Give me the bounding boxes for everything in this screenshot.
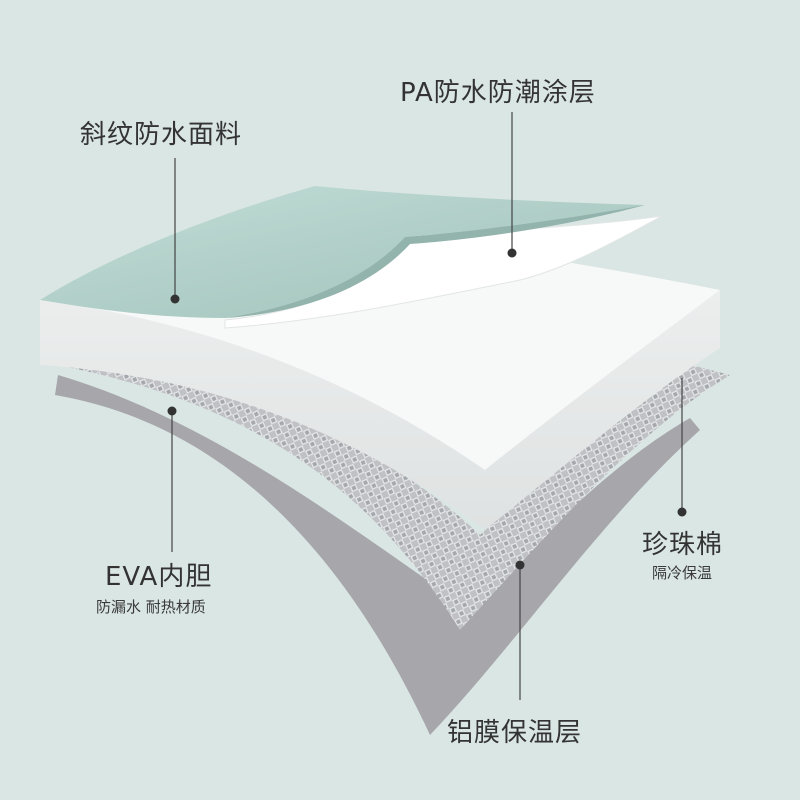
dot-pearl-cotton bbox=[677, 507, 687, 517]
dot-eva-liner bbox=[167, 406, 177, 416]
label-eva-liner-sub: 防漏水 耐热材质 bbox=[96, 598, 206, 616]
label-aluminum-film: 铝膜保温层 bbox=[447, 718, 583, 748]
dot-twill-fabric bbox=[170, 294, 180, 304]
leader-dots bbox=[167, 248, 687, 570]
eva-liner-layer bbox=[55, 375, 700, 735]
pearl-cotton-side bbox=[40, 290, 720, 530]
label-pearl-cotton-sub: 隔冷保温 bbox=[652, 564, 713, 582]
label-eva-liner: EVA内胆 bbox=[105, 562, 213, 592]
fabric-curl-shadow bbox=[225, 205, 645, 318]
label-pa-coating: PA防水防潮涂层 bbox=[400, 78, 596, 108]
twill-fabric-layer bbox=[40, 186, 645, 318]
label-twill-fabric: 斜纹防水面料 bbox=[80, 120, 243, 150]
dot-aluminum-film bbox=[515, 560, 525, 570]
dot-pa-coating bbox=[507, 248, 517, 258]
aluminum-film-layer bbox=[58, 360, 730, 630]
label-pearl-cotton: 珍珠棉 bbox=[642, 530, 724, 560]
leader-lines bbox=[171, 112, 683, 700]
